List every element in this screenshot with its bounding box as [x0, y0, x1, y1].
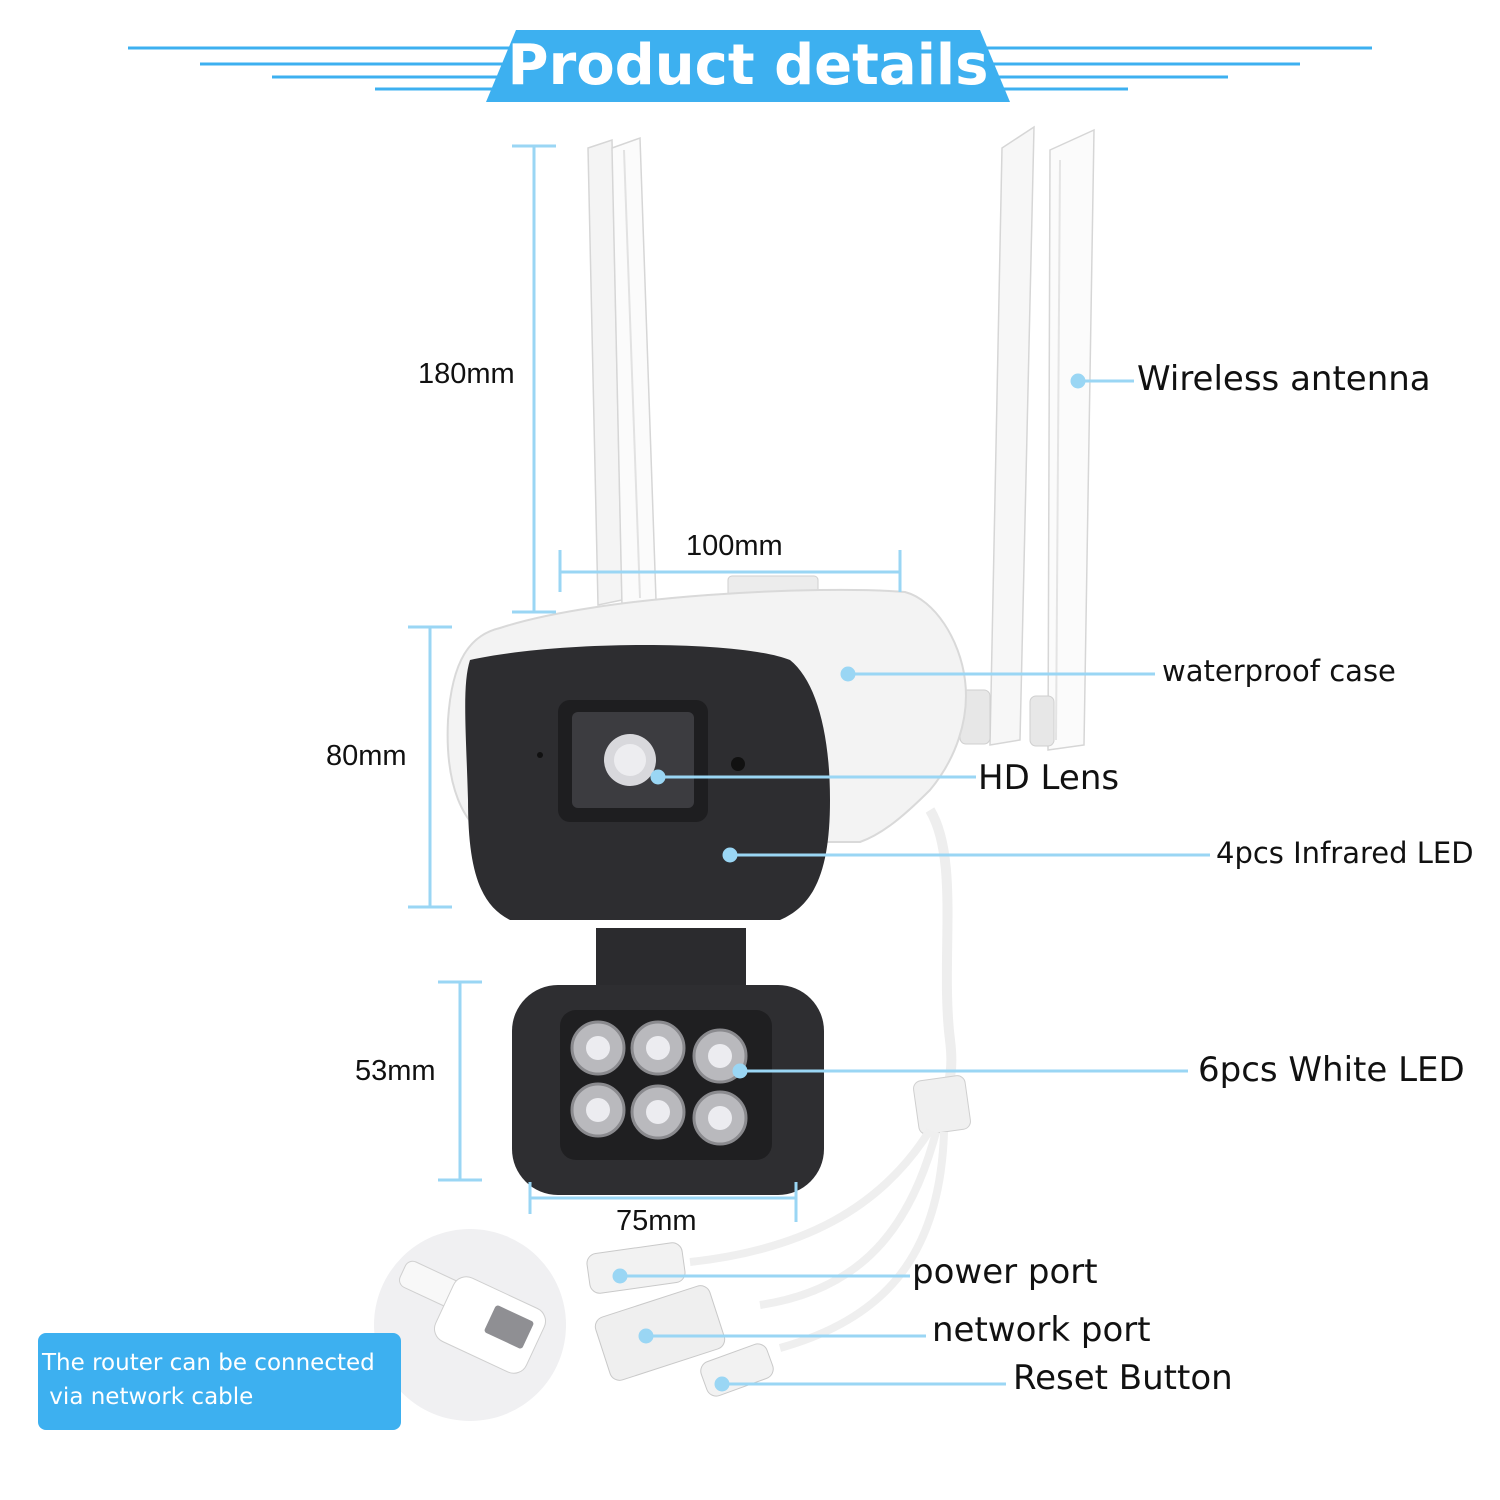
- wireless-antenna-label: Wireless antenna: [1137, 359, 1431, 399]
- right-antennas: [959, 125, 1095, 751]
- top-width-label: 100mm: [686, 530, 783, 562]
- waterproof-case-label: waterproof case: [1162, 654, 1396, 688]
- dimension-lines: [408, 144, 902, 1222]
- hd-lens-label: HD Lens: [978, 758, 1120, 798]
- power-port-label: power port: [912, 1252, 1098, 1292]
- page-title: Product details: [507, 33, 989, 98]
- camera-illustration: [446, 125, 1095, 1397]
- led-module-width-label: 75mm: [616, 1205, 697, 1237]
- network-connector: [594, 1285, 726, 1381]
- callout-leaders: [612, 373, 1210, 1392]
- infrared-led-label: 4pcs Infrared LED: [1216, 836, 1474, 870]
- mount-neck: [596, 928, 746, 990]
- body-height-label: 80mm: [326, 740, 407, 772]
- network-port-label: network port: [932, 1310, 1151, 1350]
- reset-button-label: Reset Button: [1013, 1358, 1233, 1398]
- router-note-text: The router can be connected via network …: [42, 1350, 375, 1410]
- router-note-box: [38, 1333, 401, 1430]
- rj45-photo: [374, 1229, 566, 1421]
- title-banner-shape: [486, 30, 1010, 102]
- power-connector: [586, 1242, 686, 1294]
- left-antennas: [587, 136, 657, 607]
- white-leds: [570, 1020, 748, 1146]
- antenna-height-label: 180mm: [418, 358, 515, 390]
- white-led-label: 6pcs White LED: [1198, 1050, 1465, 1090]
- header-decor-lines: [128, 46, 1372, 91]
- led-module-height-label: 53mm: [355, 1055, 436, 1087]
